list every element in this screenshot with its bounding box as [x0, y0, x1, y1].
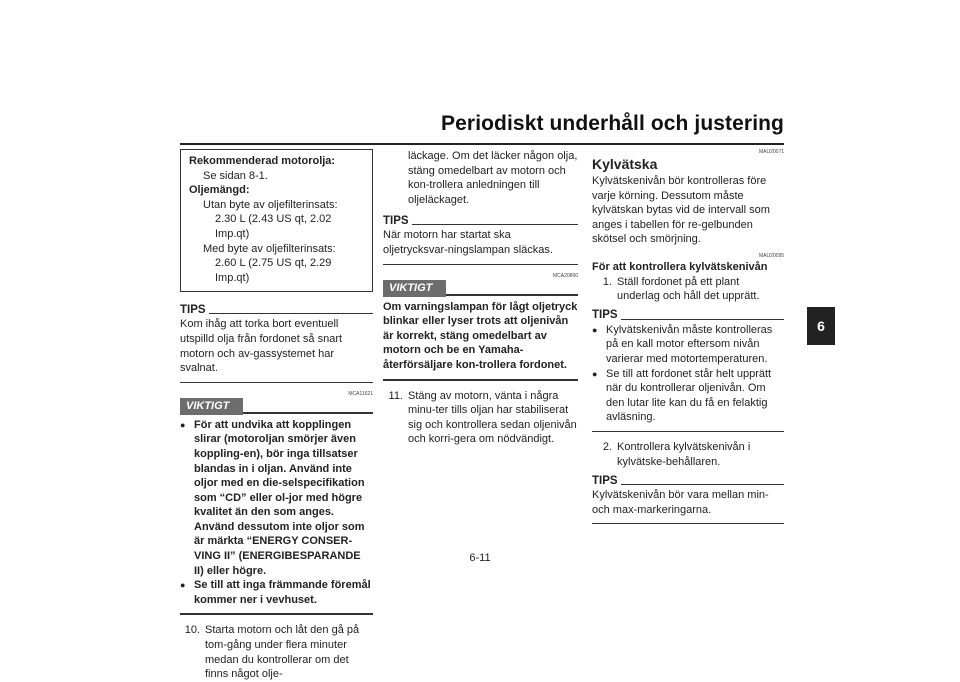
spec-oil-value: Se sidan 8-1. — [203, 169, 268, 182]
viktigt-heading: VIKTIGT — [383, 279, 578, 297]
viktigt-badge: VIKTIGT — [180, 397, 244, 415]
section-intro: Kylvätskenivån bör kontrolleras före var… — [592, 175, 770, 246]
header-rule — [180, 143, 784, 145]
reference-code: MCA20860 — [552, 272, 578, 279]
list-item: ● Se till att fordonet står helt upprätt… — [592, 367, 772, 424]
sub-title: För att kontrollera kylvätskenivån — [592, 260, 768, 273]
page-number: 6-11 — [469, 552, 491, 564]
tips-end-rule — [180, 381, 373, 383]
list-item: ● För att undvika att kopplingen slirar … — [180, 418, 365, 577]
list-item: ● Kylvätskenivån måste kontrolleras på e… — [592, 323, 773, 365]
column-3: MAU20071 Kylvätska Kylvätskenivån bör ko… — [592, 149, 784, 532]
spec-qty-label: Oljemängd: — [189, 184, 250, 197]
step-2: 2. Kontrollera kylvätskenivån i kylvätsk… — [602, 440, 751, 468]
step-10-continued: läckage. Om det läcker någon olja, stäng… — [408, 150, 578, 206]
chapter-tab: 6 — [807, 307, 835, 345]
column-1: Rekommenderad motorolja: Se sidan 8-1. O… — [180, 149, 373, 682]
bullet-icon: ● — [180, 580, 186, 591]
viktigt-text: Om varningslampan för lågt oljetryck bli… — [383, 300, 578, 371]
bullet-icon: ● — [592, 324, 598, 335]
section-title: Kylvätska — [592, 156, 658, 172]
tips-text: Kylvätskenivån bör vara mellan min- och … — [592, 489, 769, 516]
tips-heading: TIPS — [383, 213, 578, 228]
tips-label: TIPS — [592, 309, 618, 322]
step-1: 1. Ställ fordonet på ett plant underlag … — [602, 275, 760, 303]
viktigt-badge: VIKTIGT — [383, 279, 447, 297]
viktigt-end-rule — [180, 613, 373, 616]
tips-end-rule — [592, 430, 784, 432]
reference-code: MAU20095 — [758, 252, 784, 259]
viktigt-body: ● För att undvika att kopplingen slirar … — [180, 418, 373, 608]
step-11: 11. Stäng av motorn, vänta i några minu-… — [388, 389, 577, 446]
step-10: 10. Starta motorn och låt den gå på tom-… — [184, 624, 360, 681]
viktigt-end-rule — [383, 378, 578, 381]
tips-label: TIPS — [383, 214, 409, 227]
bullet-icon: ● — [592, 368, 598, 379]
spec-oil-label: Rekommenderad motorolja: — [189, 155, 336, 167]
tips-end-rule — [383, 263, 578, 265]
tips-end-rule — [592, 523, 784, 525]
page-title: Periodiskt underhåll och justering — [441, 112, 784, 135]
tips-label: TIPS — [180, 303, 206, 316]
list-item: ● Se till att inga främmande föremål kom… — [180, 579, 371, 606]
tips-heading: TIPS — [592, 473, 784, 488]
tips-heading: TIPS — [592, 308, 784, 323]
bullet-icon: ● — [180, 419, 186, 430]
oil-spec-box: Rekommenderad motorolja: Se sidan 8-1. O… — [180, 149, 373, 293]
viktigt-heading: VIKTIGT — [180, 397, 373, 415]
tips-label: TIPS — [592, 474, 618, 487]
column-2: läckage. Om det läcker någon olja, stäng… — [383, 149, 578, 447]
spec-without-filter-value: 2.30 L (2.43 US qt, 2.02 Imp.qt) — [215, 213, 332, 240]
tips-text: När motorn har startat ska oljetrycksvar… — [383, 229, 553, 256]
spec-with-filter-value: 2.60 L (2.75 US qt, 2.29 Imp.qt) — [215, 257, 332, 284]
spec-without-filter: Utan byte av oljefilterinsats: — [203, 198, 338, 211]
reference-code: MCA11621 — [348, 390, 373, 397]
tips-heading: TIPS — [180, 302, 373, 317]
reference-code: MAU20071 — [758, 149, 784, 155]
tips-text: Kom ihåg att torka bort eventuell utspil… — [180, 318, 343, 375]
spec-with-filter: Med byte av oljefilterinsats: — [203, 242, 336, 255]
